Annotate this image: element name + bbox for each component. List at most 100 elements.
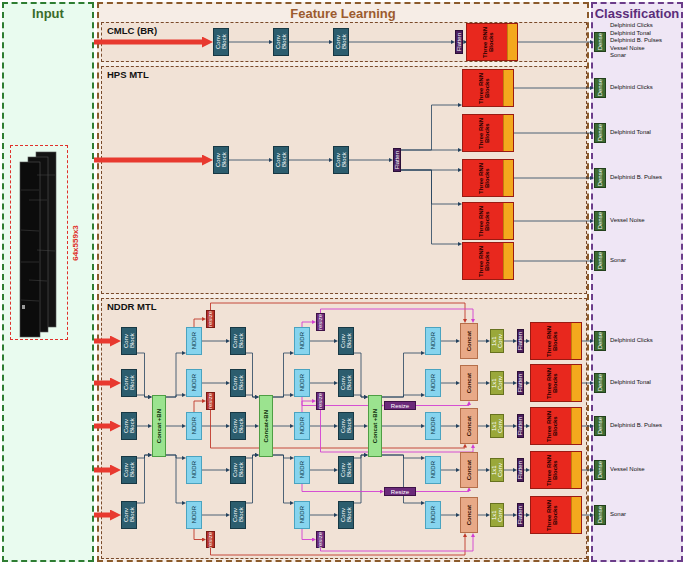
concat-layer: Concat bbox=[460, 408, 478, 444]
flatten-layer: Flatten bbox=[517, 414, 524, 438]
conv-block: Conv Block bbox=[338, 456, 354, 484]
flatten-layer: Flatten bbox=[517, 371, 524, 395]
nddr-layer: NDDR bbox=[294, 501, 310, 529]
rnn-block: Three RNN Blocks bbox=[530, 364, 582, 402]
box-label: Flatten bbox=[517, 461, 523, 479]
class-label: Delphinid Tonal bbox=[610, 30, 651, 37]
box-label: Conv Block bbox=[232, 502, 245, 528]
box-label: Conv Block bbox=[275, 29, 288, 55]
conv1x1-layer: 1x1 Conv bbox=[490, 371, 504, 395]
box-label: Conv Block bbox=[123, 370, 136, 396]
nddr-layer: NDDR bbox=[186, 456, 202, 484]
rnn-strip bbox=[571, 497, 581, 533]
box-label: Resize bbox=[391, 403, 409, 409]
dense-layer: Dense bbox=[594, 251, 606, 271]
flow-arrow bbox=[246, 426, 255, 427]
rnn-body: Three RNN Blocks bbox=[467, 24, 509, 60]
conv-block: Conv Block bbox=[121, 501, 137, 529]
rnn-body: Three RNN Blocks bbox=[531, 408, 573, 444]
dense-layer: Dense bbox=[594, 211, 606, 231]
box-label: Conv Block bbox=[340, 502, 353, 528]
skip-arrow bbox=[194, 401, 202, 412]
box-label: NDDR bbox=[299, 506, 305, 523]
conv-block: Conv Block bbox=[333, 146, 349, 174]
flow-arrow bbox=[524, 341, 526, 342]
flow-arrow bbox=[273, 455, 290, 458]
skip-arrow bbox=[194, 529, 202, 540]
flow-arrow bbox=[246, 455, 255, 458]
box-label: Flatten bbox=[456, 33, 462, 51]
rnn-body: Three RNN Blocks bbox=[531, 323, 573, 359]
rnn-strip bbox=[571, 323, 581, 359]
box-label: Dense bbox=[597, 374, 603, 391]
spectrogram-spot bbox=[22, 305, 25, 309]
box-label: Conv Block bbox=[340, 328, 353, 354]
model-panel: NDDR MTLConv BlockConv BlockConv BlockCo… bbox=[101, 298, 587, 559]
flow-arrow bbox=[229, 42, 269, 43]
rnn-body: Three RNN Blocks bbox=[463, 243, 505, 279]
flow-arrow bbox=[514, 261, 590, 262]
flow-arrow bbox=[478, 341, 486, 342]
flow-arrow bbox=[202, 515, 226, 516]
conv1x1-layer: 1x1 Conv bbox=[490, 503, 504, 527]
dense-layer: Dense bbox=[594, 78, 606, 98]
flow-arrow bbox=[524, 383, 526, 384]
skip-arrow bbox=[211, 410, 466, 448]
rnn-block: Three RNN Blocks bbox=[466, 23, 518, 61]
box-label: Dense bbox=[597, 417, 603, 434]
flow-arrow bbox=[478, 383, 486, 384]
box-label: NDDR bbox=[191, 461, 197, 478]
nddr-layer: NDDR bbox=[186, 327, 202, 355]
flow-arrow bbox=[524, 426, 526, 427]
class-label: Vessel Noise bbox=[610, 466, 645, 473]
flow-arrow bbox=[382, 395, 421, 397]
flow-arrow bbox=[349, 42, 451, 43]
box-label: Dense bbox=[597, 169, 603, 186]
nddr-layer: NDDR bbox=[294, 412, 310, 440]
box-label: 1x1 Conv bbox=[491, 504, 504, 526]
box-label: Conv Block bbox=[232, 457, 245, 483]
conv-block: Conv Block bbox=[338, 327, 354, 355]
box-label: NDDR bbox=[191, 417, 197, 434]
dense-layer: Dense bbox=[594, 373, 606, 393]
box-label: Conv Block bbox=[335, 29, 348, 55]
box-label: Conv Block bbox=[232, 370, 245, 396]
box-label: Three RNN Blocks bbox=[546, 452, 559, 488]
box-label: Conv Block bbox=[340, 457, 353, 483]
box-label: Concat bbox=[466, 460, 472, 480]
conv-block: Conv Block bbox=[213, 146, 229, 174]
flow-arrow bbox=[137, 426, 148, 427]
input-arrow bbox=[94, 339, 110, 344]
conv-block: Conv Block bbox=[121, 412, 137, 440]
flatten-layer: Flatten bbox=[455, 30, 463, 54]
feature-learning-panel: Feature LearningCMLC (BR)Conv BlockConv … bbox=[97, 2, 589, 562]
flow-arrow bbox=[524, 470, 526, 471]
flow-arrow bbox=[382, 455, 421, 503]
class-label: Sonar bbox=[610, 52, 626, 59]
flow-arrow bbox=[246, 395, 255, 397]
nddr-layer: NDDR bbox=[425, 501, 441, 529]
flow-arrow bbox=[441, 515, 456, 516]
box-label: 64x559x3 bbox=[71, 225, 80, 261]
box-label: Conv Block bbox=[340, 370, 353, 396]
box-label: Conv Block bbox=[123, 328, 136, 354]
input-arrow bbox=[94, 40, 202, 45]
box-label: resize bbox=[207, 532, 213, 548]
input-arrow bbox=[94, 424, 110, 429]
class-label: Delphinid Tonal bbox=[610, 379, 651, 386]
class-label: Delphinid Tonal bbox=[610, 129, 651, 136]
rnn-body: Three RNN Blocks bbox=[463, 70, 505, 106]
box-label: Conv Block bbox=[123, 413, 136, 439]
conv1x1-layer: 1x1 Conv bbox=[490, 414, 504, 438]
resize-op: resize bbox=[316, 531, 325, 548]
box-label: Three RNN Blocks bbox=[482, 24, 495, 60]
class-label: Sonar bbox=[610, 511, 626, 518]
flow-arrow bbox=[582, 470, 590, 471]
rnn-body: Three RNN Blocks bbox=[531, 452, 573, 488]
box-label: NDDR bbox=[299, 374, 305, 391]
box-label: Conv Block bbox=[215, 147, 228, 173]
class-label: Sonar bbox=[610, 257, 626, 264]
box-label: NDDR bbox=[430, 417, 436, 434]
box-label: Dense bbox=[597, 212, 603, 229]
box-label: Three RNN Blocks bbox=[546, 323, 559, 359]
